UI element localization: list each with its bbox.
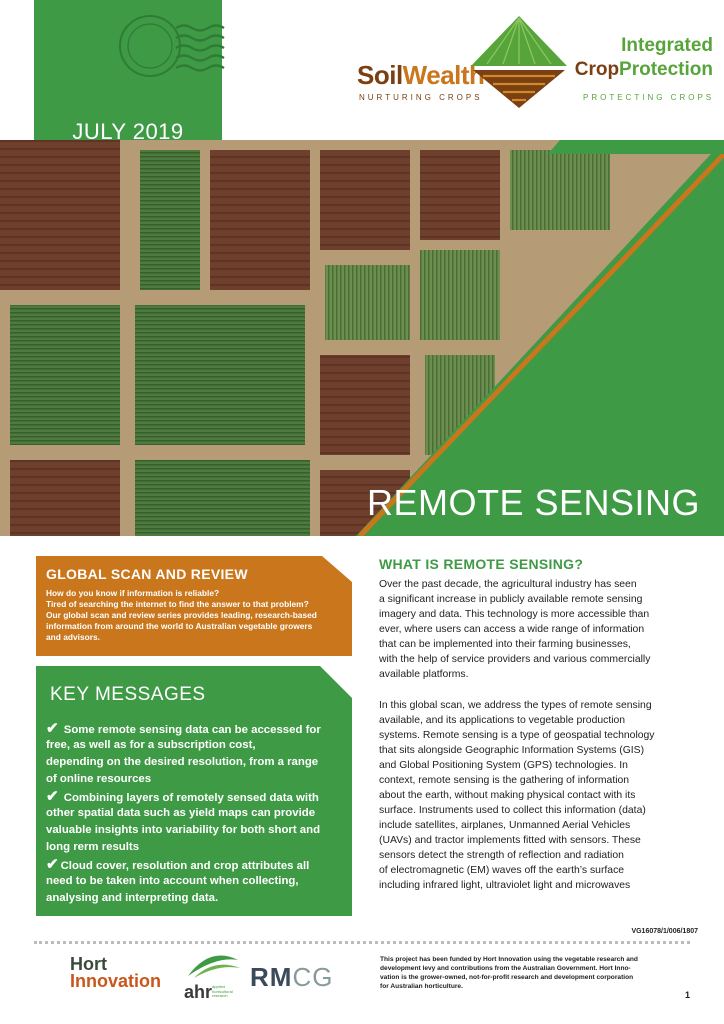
ahr-leaf-icon [188,955,240,978]
body-text-line: of electromagnetic (EM) waves off the ea… [379,865,625,876]
soilwealth-logo: SoilWealth [357,60,485,90]
key-messages-title: KEY MESSAGES [50,684,206,705]
key-message-line: of online resources [46,773,152,785]
body-text-line: about the earth, without making physical… [379,790,636,801]
key-message-line: free, as well as for a subscription cost… [46,739,256,751]
body-text-line: including infrared light, ultraviolet li… [379,880,631,891]
issue-date: JULY 2019 [72,119,184,144]
body-text-line: surface. Instruments used to collect thi… [379,805,646,816]
key-message-item: ✔Cloud cover, resolution and crop attrib… [46,856,310,873]
ahr-logo-text: ahr [184,982,213,1002]
page-number: 1 [684,990,690,1000]
global-scan-line: Tired of searching the internet to find … [46,599,309,609]
funding-note-line: for Australian horticulture. [380,983,463,990]
funding-note-line: This project has been funded by Hort Inn… [380,956,638,963]
footer-divider [34,941,690,944]
body-text-line: systems. Remote sensing is a type of geo… [379,730,655,741]
body-text-line: (UAVs) and tractor implements fitted wit… [379,835,641,846]
key-message-item: ✔ Combining layers of remotely sensed da… [46,788,319,805]
global-scan-box: GLOBAL SCAN AND REVIEW How do you know i… [36,556,352,656]
date-banner: JULY 2019 [34,0,225,163]
hort-innovation-logo: Hort Innovation [70,954,161,991]
document-code: VG16078/1/006/1807 [631,928,698,935]
global-scan-title: GLOBAL SCAN AND REVIEW [46,566,248,582]
key-message-line: need to be taken into account when colle… [46,875,299,887]
key-message-line: long rerm results [46,841,140,853]
checkmark-icon: ✔ [46,856,59,873]
body-text-line: with the help of service providers and v… [379,654,651,665]
soilwealth-tagline: NURTURING CROPS [359,93,483,102]
page-title: REMOTE SENSING [366,482,700,523]
key-message-line: other spatial data such as yield maps ca… [46,807,316,819]
section-heading: WHAT IS REMOTE SENSING? [379,556,584,572]
key-message-item: ✔ Some remote sensing data can be access… [46,720,321,737]
global-scan-line: information from around the world to Aus… [46,621,313,631]
hero-aerial-image: REMOTE SENSING [0,140,724,536]
icp-logo: Integrated CropProtection [574,35,713,80]
key-message-line: valuable insights into variability for b… [46,824,321,836]
body-text-line: In this global scan, we address the type… [379,700,652,711]
body-text-line: that can be implemented into their farmi… [379,639,631,650]
global-scan-line: How do you know if information is reliab… [46,588,220,598]
funding-note-line: vation is the grower-owned, not-for-prof… [380,974,634,981]
rmcg-logo: RMCG [250,962,334,992]
funding-note-line: development levy and contributions from … [380,965,631,972]
body-text-line: include satellites, airplanes, Unmanned … [379,820,631,831]
key-message-line: analysing and interpreting data. [46,892,219,904]
key-messages-box: KEY MESSAGES ✔ Some remote sensing data … [36,666,352,916]
checkmark-icon: ✔ [46,720,59,737]
body-text-line: imagery and data. This technology is mor… [379,609,650,620]
ahr-logo-subtext: applied horticultural research [212,984,233,998]
body-text-line: a significant increase in publicly avail… [379,594,643,605]
body-text-line: that sits alongside Geographic Informati… [379,745,645,756]
partner-logos: SoilWealth NURTURING CROPS Integrated Cr… [355,10,715,110]
body-text-line: sensors detect the strength of reflectio… [379,850,624,861]
stamp-logo [119,15,225,77]
aerial-field-image [0,140,724,536]
checkmark-icon: ✔ [46,788,59,805]
body-text-line: and Global Positioning System (GPS) tech… [379,760,628,771]
body-text-line: available platforms. [379,669,469,680]
body-text-line: available, and its applications to veget… [379,715,626,726]
global-scan-line: and advisors. [46,632,100,642]
icp-tagline: PROTECTING CROPS [583,93,715,102]
body-text-line: context, remote sensing is the gathering… [379,775,630,786]
body-text-line: Over the past decade, the agricultural i… [379,579,637,590]
key-message-line: depending on the desired resolution, fro… [46,756,319,768]
body-text-line: ever, where users can access a wide rang… [379,624,645,635]
diamond-logo-icon [471,16,567,108]
global-scan-line: Our global scan and review series provid… [46,610,317,620]
